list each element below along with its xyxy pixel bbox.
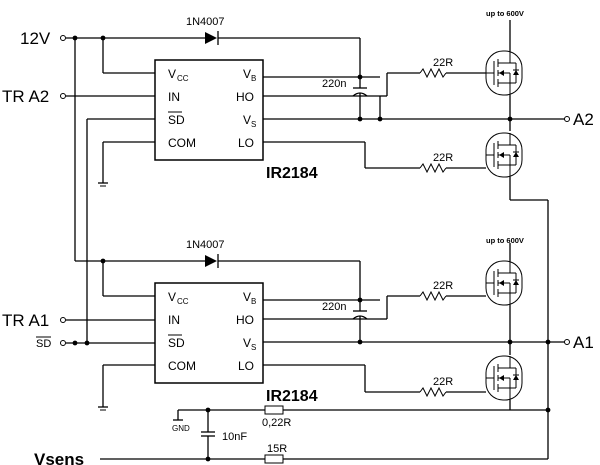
- pin-ho: HO: [236, 313, 254, 327]
- mosfet-top-high: [485, 50, 523, 96]
- hv-label-bottom: up to 600V: [486, 236, 524, 245]
- diode-bottom-label: 1N4007: [186, 239, 225, 251]
- shunt-resistor: [264, 405, 284, 415]
- a2-label: A2: [573, 110, 594, 129]
- gate-res-bottom-high-label: 22R: [433, 280, 453, 292]
- pin-vs: V: [243, 336, 251, 350]
- gate-res-bottom-low-label: 22R: [433, 376, 453, 388]
- sd-terminal[interactable]: [60, 340, 66, 346]
- pin-vb-sub: B: [251, 297, 256, 306]
- pin-com: COM: [168, 359, 196, 373]
- tr-a2-terminal[interactable]: [60, 93, 66, 99]
- pin-lo: LO: [238, 359, 254, 373]
- gate-res-top-high-label: 22R: [433, 57, 453, 69]
- mosfet-top-low: [485, 132, 523, 178]
- pin-sd: SD: [168, 336, 185, 350]
- pin-lo: LO: [238, 136, 254, 150]
- bootstrap-cap-top-label: 220n: [322, 78, 346, 90]
- sd-label: SD: [36, 338, 51, 350]
- pin-vcc-sub: CC: [177, 297, 189, 306]
- diode-top-label: 1N4007: [186, 16, 225, 28]
- ground-symbol-bottom: [98, 406, 108, 411]
- a1-terminal[interactable]: [564, 339, 570, 345]
- diode-top: [205, 31, 219, 45]
- pin-ho: HO: [236, 90, 254, 104]
- supply-terminal[interactable]: [60, 35, 66, 41]
- pin-vs-sub: S: [251, 120, 256, 129]
- driver-stage-bottom: 1N4007 V CC IN SD COM V B HO V S LO IR21…: [2, 236, 594, 411]
- a1-label: A1: [573, 333, 594, 352]
- a2-terminal[interactable]: [564, 116, 570, 122]
- ic-ir2184-top: [154, 59, 264, 161]
- mosfet-bottom-high: [485, 260, 523, 306]
- ground-symbol-top: [98, 182, 108, 187]
- pin-vcc: V: [168, 67, 176, 81]
- pin-vs: V: [243, 113, 251, 127]
- series-res-label: 15R: [267, 443, 287, 455]
- ic-top-label: IR2184: [266, 165, 318, 182]
- pin-vb: V: [243, 67, 251, 81]
- driver-stage-top: 12V 1N4007 V CC IN SD COM V B HO V S LO …: [2, 9, 594, 410]
- gnd-label: GND: [172, 424, 190, 433]
- pin-vcc-sub: CC: [177, 74, 189, 83]
- ic-bottom-label: IR2184: [266, 388, 318, 405]
- supply-label: 12V: [20, 29, 51, 48]
- pin-vb: V: [243, 290, 251, 304]
- diode-bottom: [205, 254, 219, 268]
- tr-a1-label: TR A1: [2, 311, 49, 330]
- pin-com: COM: [168, 136, 196, 150]
- current-sense: 0,22R GND 10nF Vsens 15R: [34, 405, 551, 465]
- bootstrap-cap-bottom-label: 220n: [322, 301, 346, 313]
- hv-label-top: up to 600V: [486, 9, 524, 18]
- ic-ir2184-bottom: [154, 282, 264, 384]
- tr-a1-terminal[interactable]: [60, 317, 66, 323]
- series-resistor: [264, 454, 284, 464]
- gate-res-top-low-label: 22R: [433, 152, 453, 164]
- shunt-label: 0,22R: [262, 417, 291, 429]
- filter-cap-label: 10nF: [222, 431, 247, 443]
- pin-sd: SD: [168, 113, 185, 127]
- pin-vb-sub: B: [251, 74, 256, 83]
- tr-a2-label: TR A2: [2, 87, 49, 106]
- mosfet-bottom-low: [485, 355, 523, 401]
- vsens-label: Vsens: [34, 450, 84, 465]
- pin-in: IN: [168, 90, 180, 104]
- pin-vs-sub: S: [251, 343, 256, 352]
- pin-vcc: V: [168, 290, 176, 304]
- pin-in: IN: [168, 313, 180, 327]
